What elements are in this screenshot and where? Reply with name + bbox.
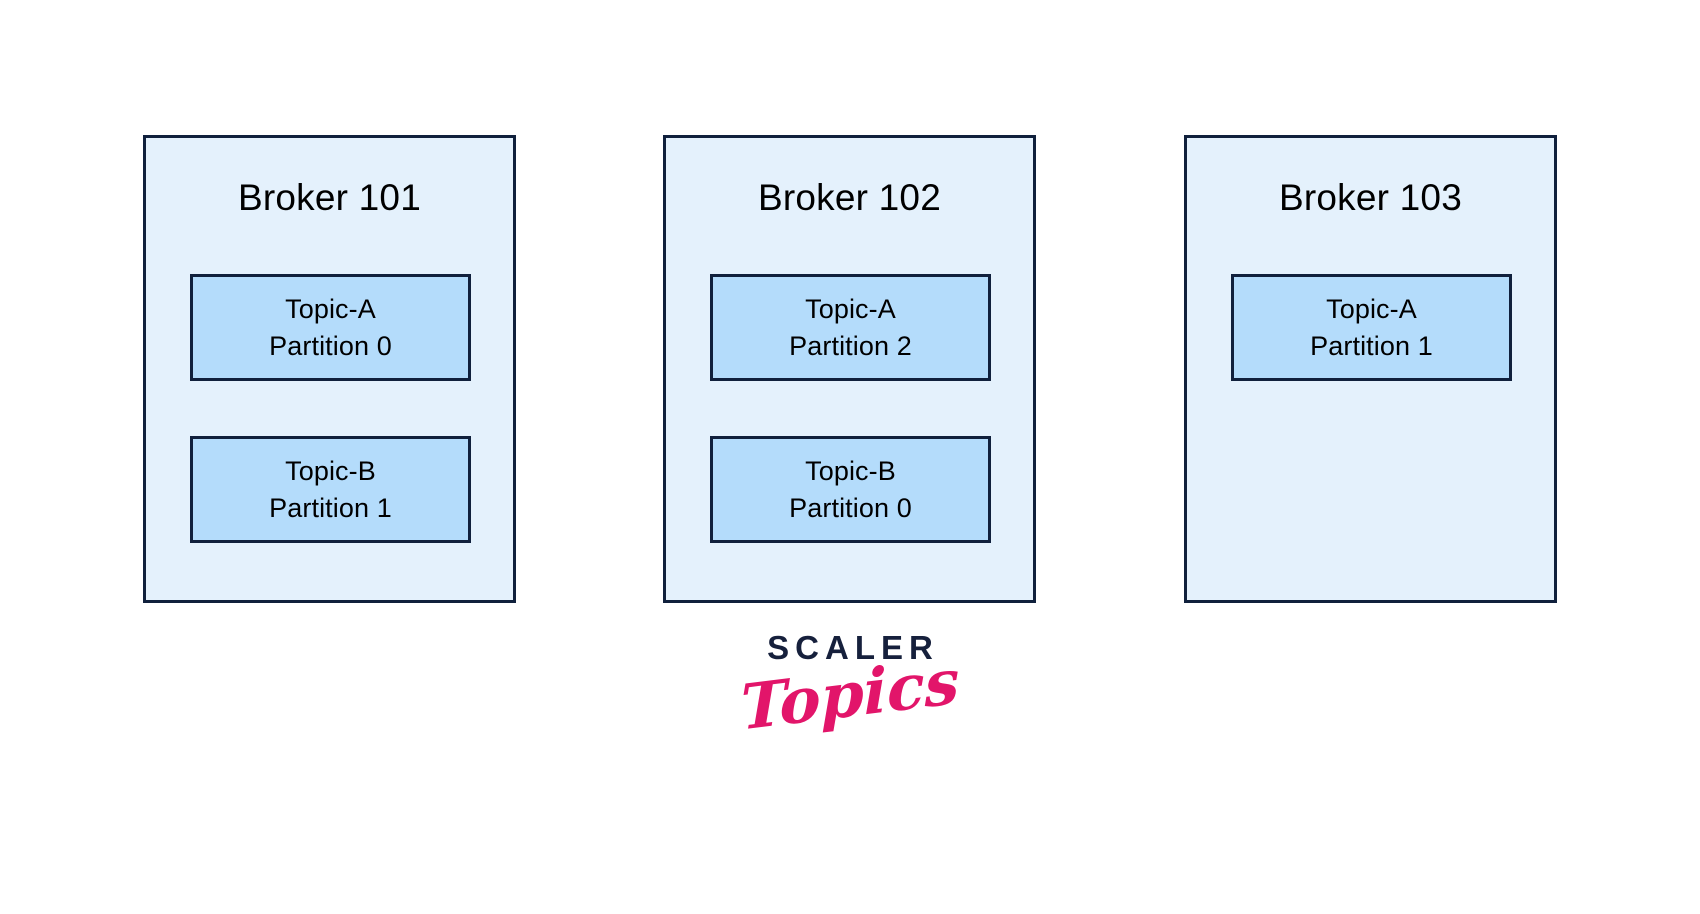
broker-box-101: Broker 101 Topic-A Partition 0 Topic-B P… [143,135,516,603]
broker-box-102: Broker 102 Topic-A Partition 2 Topic-B P… [663,135,1036,603]
partition-box: Topic-A Partition 2 [710,274,991,381]
partition-index-label: Partition 0 [789,492,912,523]
brand-wordmark: SCALER [767,629,939,666]
broker-title: Broker 103 [1279,177,1462,218]
partition-box: Topic-B Partition 0 [710,436,991,543]
partition-box: Topic-B Partition 1 [190,436,471,543]
partition-box: Topic-A Partition 0 [190,274,471,381]
partition-index-label: Partition 1 [1310,330,1433,361]
partition-index-label: Partition 2 [789,330,912,361]
partition-topic-label: Topic-A [285,293,376,324]
partition-topic-label: Topic-B [805,455,896,486]
partition-index-label: Partition 1 [269,492,392,523]
broker-row: Broker 101 Topic-A Partition 0 Topic-B P… [143,135,1557,605]
broker-title: Broker 102 [758,177,941,218]
partition-index-label: Partition 0 [269,330,392,361]
broker-title: Broker 101 [238,177,421,218]
partition-topic-label: Topic-A [805,293,896,324]
broker-box-103: Broker 103 Topic-A Partition 1 [1184,135,1557,603]
partition-box: Topic-A Partition 1 [1231,274,1512,381]
partition-topic-label: Topic-B [285,455,376,486]
partition-topic-label: Topic-A [1326,293,1417,324]
scaler-topics-logo: SCALER Topics [0,630,1700,780]
brand-script-topics: Topics [740,644,960,745]
